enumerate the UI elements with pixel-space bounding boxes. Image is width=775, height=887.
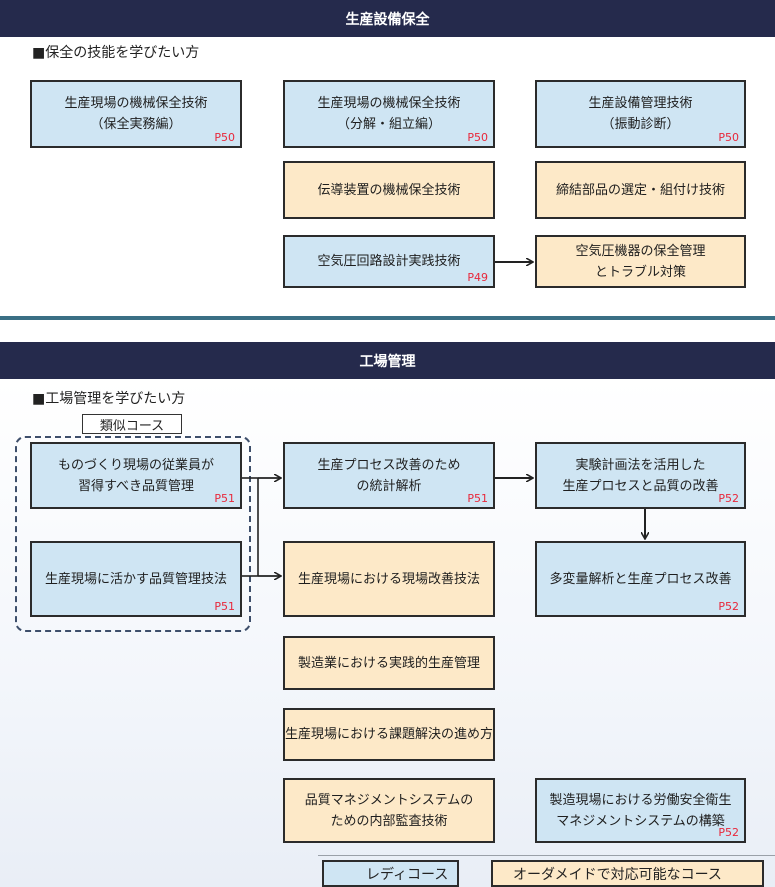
course-title-line: 伝導装置の機械保全技術 [317,182,461,198]
course-title-line: 空気圧機器の保全管理 [575,243,706,259]
course-box[interactable]: 製造業における実践的生産管理 [283,636,495,690]
legend-ready-label: レディコース [366,867,449,883]
course-title-line: とトラブル対策 [594,264,686,280]
course-title-line: 生産プロセスと品質の改善 [562,478,719,494]
page-reference: P50 [214,131,235,144]
course-title-line: ものづくり現場の従業員が [57,457,214,473]
section-title: 生産設備保全 [345,11,430,28]
course-title-line: 生産現場における課題解決の進め方 [285,727,494,742]
section-subheading: ■保全の技能を学びたい方 [32,45,200,61]
course-title-line: 生産現場の機械保全技術 [317,96,461,111]
course-box[interactable]: 生産現場の機械保全技術 （保全実務編） P50 [30,80,242,148]
course-box[interactable]: 生産設備管理技術 （振動診断） P50 [535,80,746,148]
section-divider [0,316,775,320]
legend-rule [318,855,775,856]
similar-courses-label: 類似コース [82,414,182,434]
page-reference: P52 [718,600,739,613]
course-title-line: 実験計画法を活用した [575,457,706,473]
course-title-line: 品質マネジメントシステムの [304,792,474,808]
page-reference: P51 [214,600,235,613]
course-title-line: 多変量解析と生産プロセス改善 [549,571,732,587]
course-title-line: マネジメントシステムの構築 [556,813,725,829]
course-title-line: ための内部監査技術 [330,813,448,829]
course-title-line: 生産現場に活かす品質管理技法 [44,571,227,587]
similar-courses-group [15,436,251,632]
page-reference: P52 [718,826,739,839]
course-title-line: 生産現場の機械保全技術 [64,96,208,111]
course-title-line: 生産プロセス改善のため [317,457,461,473]
legend-order-swatch [491,860,764,887]
course-title-line: （振動診断） [601,117,680,132]
legend-ready-swatch [322,860,459,887]
course-box[interactable]: 空気圧回路設計実践技術 P49 [283,235,495,288]
page-reference: P52 [718,492,739,505]
page-reference: P51 [214,492,235,505]
course-box[interactable]: 品質マネジメントシステムのための内部監査技術 [283,778,495,843]
course-box[interactable]: ものづくり現場の従業員が習得すべき品質管理 P51 [30,442,242,509]
course-title-line: 製造業における実践的生産管理 [297,655,480,671]
page-reference: P50 [718,131,739,144]
page-reference: P51 [467,492,488,505]
course-title-line: （保全実務編） [90,117,182,132]
section-title: 工場管理 [359,353,416,370]
section-header-maintenance: 生産設備保全 [0,0,775,37]
course-box[interactable]: 生産現場における課題解決の進め方 [283,708,495,761]
course-box[interactable]: 伝導装置の機械保全技術 [283,161,495,219]
course-title-line: 空気圧回路設計実践技術 [317,254,461,269]
course-title-line: の統計解析 [356,478,422,494]
course-box[interactable]: 生産現場に活かす品質管理技法 P51 [30,541,242,617]
course-title-line: （分解・組立編） [336,117,441,132]
course-title-line: 生産現場における現場改善技法 [297,571,480,587]
course-box[interactable]: 生産現場における現場改善技法 [283,541,495,617]
course-box[interactable]: 多変量解析と生産プロセス改善 P52 [535,541,746,617]
course-title-line: 製造現場における労働安全衛生 [549,792,732,808]
page-reference: P49 [467,271,488,284]
section-subheading: ■工場管理を学びたい方 [32,391,186,407]
course-box[interactable]: 空気圧機器の保全管理とトラブル対策 [535,235,746,288]
course-box[interactable]: 生産現場の機械保全技術 （分解・組立編） P50 [283,80,495,148]
page-reference: P50 [467,131,488,144]
legend-order-label: オーダメイドで対応可能なコース [513,867,722,883]
course-title-line: 生産設備管理技術 [588,96,693,111]
course-title-line: 習得すべき品質管理 [77,478,195,494]
section-header-factory-management: 工場管理 [0,342,775,379]
course-title-line: 締結部品の選定・組付け技術 [555,182,725,198]
course-box[interactable]: 締結部品の選定・組付け技術 [535,161,746,219]
course-box[interactable]: 生産プロセス改善のための統計解析 P51 [283,442,495,509]
